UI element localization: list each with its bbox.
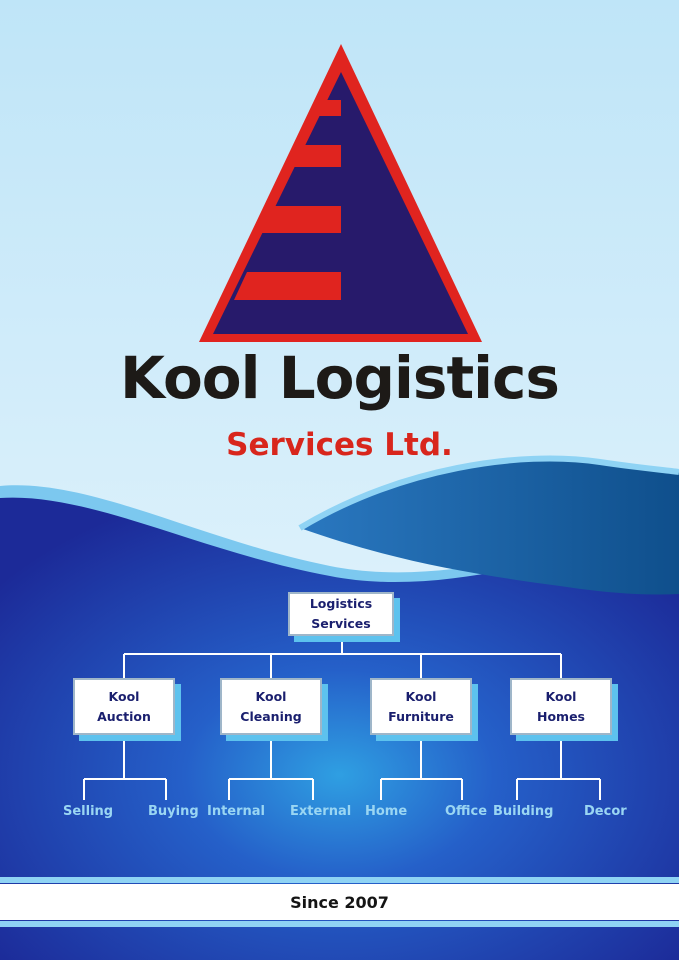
- org-node-cleaning-line2: Cleaning: [240, 708, 302, 724]
- company-tagline: Services Ltd.: [226, 427, 453, 463]
- org-node-furniture: Kool Furniture: [370, 678, 472, 735]
- org-node-homes: Kool Homes: [510, 678, 612, 735]
- org-node-furniture-line1: Kool: [405, 688, 437, 704]
- leaf-building: Building: [493, 804, 554, 819]
- leaf-selling: Selling: [63, 804, 114, 819]
- org-node-auction-line1: Kool: [108, 688, 140, 704]
- since-banner: Since 2007: [0, 884, 679, 920]
- org-chart-connectors: [83, 636, 601, 800]
- footer-strip-top: [0, 877, 679, 883]
- company-name: Kool Logistics: [120, 344, 560, 412]
- org-node-homes-line1: Kool: [545, 688, 577, 704]
- leaf-buying: Buying: [148, 804, 199, 819]
- leaf-office: Office: [445, 804, 488, 819]
- leaf-internal: Internal: [207, 804, 266, 819]
- org-node-homes-line2: Homes: [537, 708, 585, 724]
- dark-wave: [300, 458, 679, 595]
- org-node-furniture-line2: Furniture: [388, 708, 454, 724]
- org-node-cleaning-line1: Kool: [255, 688, 287, 704]
- wave-highlight: [298, 455, 679, 531]
- org-node-auction-line2: Auction: [97, 708, 151, 724]
- leaf-external: External: [290, 804, 352, 819]
- leaf-home: Home: [365, 804, 408, 819]
- org-node-root-line1: Logistics: [309, 596, 373, 611]
- triangle-logo: [199, 44, 482, 342]
- org-node-auction: Kool Auction: [73, 678, 175, 735]
- org-node-root-line2: Services: [311, 616, 371, 631]
- leaf-decor: Decor: [584, 804, 627, 819]
- since-text: Since 2007: [290, 892, 389, 912]
- org-node-cleaning: Kool Cleaning: [220, 678, 322, 735]
- footer-strip-bottom: [0, 921, 679, 927]
- org-node-root: Logistics Services: [288, 592, 394, 636]
- navy-area: [0, 497, 679, 960]
